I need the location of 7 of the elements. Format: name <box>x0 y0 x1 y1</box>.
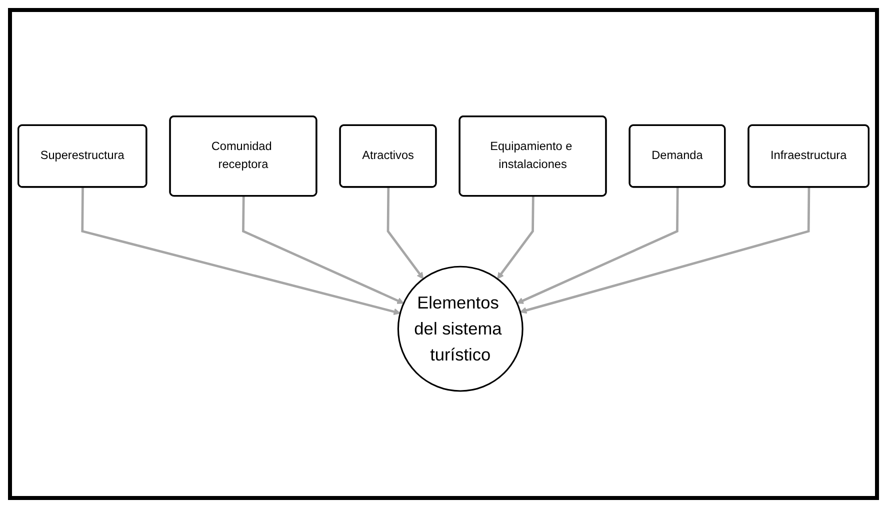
arrow <box>520 188 810 314</box>
node-circle: Elementos del sistema turístico <box>397 266 524 392</box>
arrow <box>497 196 534 280</box>
arrow <box>516 188 679 304</box>
arrow <box>242 196 404 304</box>
arrow <box>81 188 400 316</box>
arrow <box>386 188 424 280</box>
